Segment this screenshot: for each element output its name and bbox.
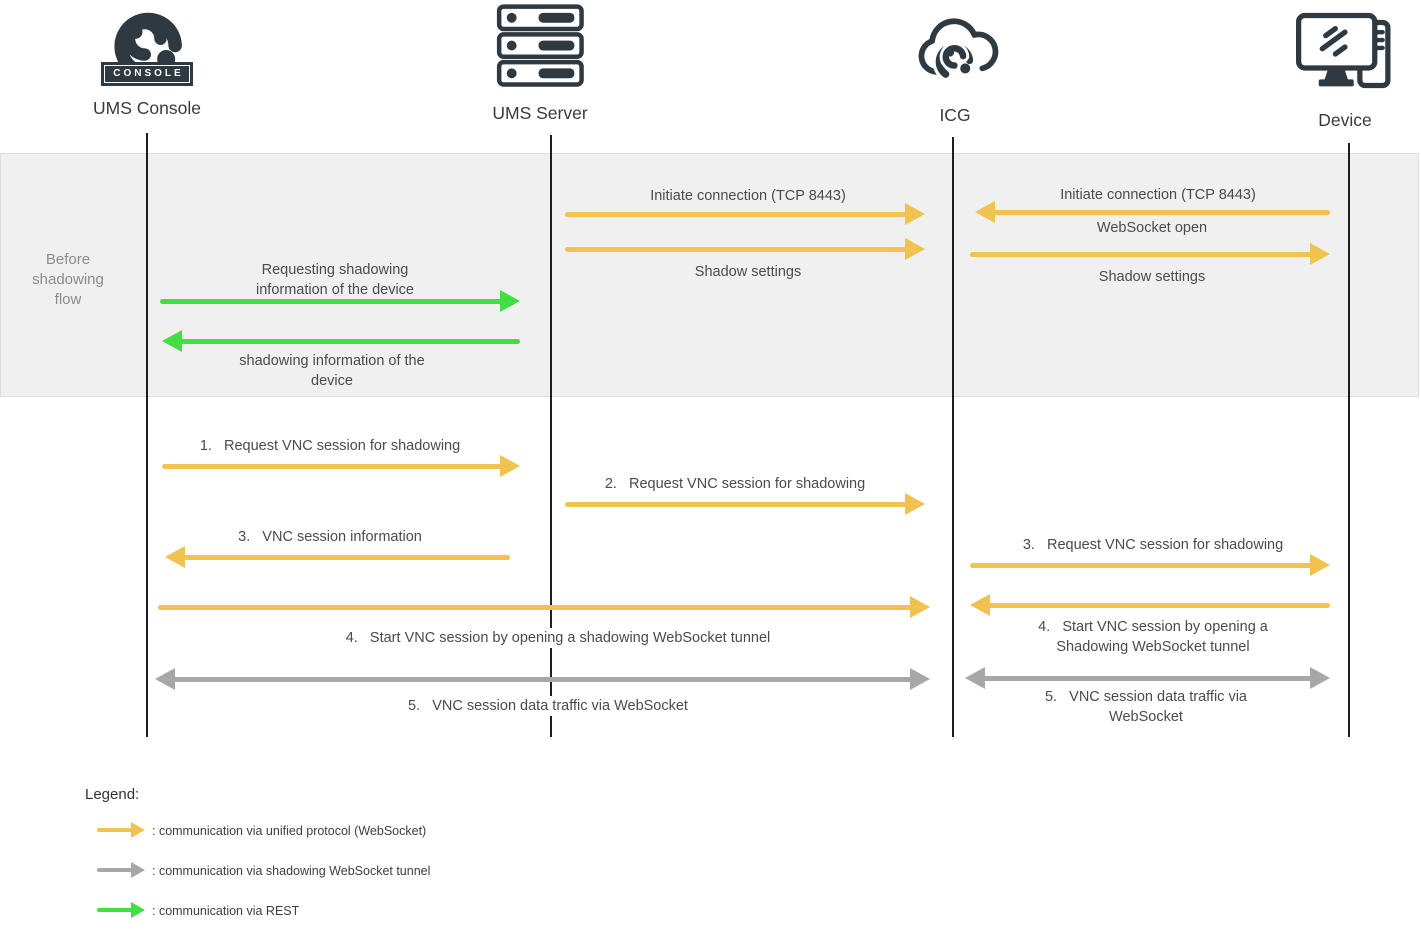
message-label-4-start-vnc-tunnel: 4. Start VNC session by opening a shadow… — [339, 628, 777, 648]
arrow-shadow-settings-icg-device — [970, 243, 1330, 265]
legend-yellow-arrow-icon — [97, 822, 145, 838]
message-label-2-request-vnc: 2. Request VNC session for shadowing — [604, 476, 866, 492]
message-label-requesting-shadowing-info: Requesting shadowing information of the … — [256, 262, 414, 298]
legend-gray-arrow-icon — [97, 862, 145, 878]
actor-label-device: Device — [1318, 110, 1372, 130]
arrow-4-start-vnc-tunnel — [158, 596, 930, 618]
server-rack-icon — [496, 4, 584, 87]
igel-console-logo-icon — [114, 12, 182, 76]
message-label-initiate-connection-device-icg: Initiate connection (TCP 8443) — [1060, 187, 1256, 203]
arrow-2-request-vnc — [565, 493, 925, 515]
actor-label-ums-server: UMS Server — [492, 103, 588, 123]
message-label-5-vnc-data-traffic-device: 5. VNC session data traffic via WebSocke… — [1044, 689, 1248, 725]
arrow-5-vnc-data-traffic — [155, 668, 930, 690]
arrow-3-vnc-session-info — [165, 546, 510, 568]
message-label-shadow-settings-icg-device: Shadow settings — [1098, 269, 1206, 285]
message-label-shadowing-info-return: shadowing information of the device — [239, 353, 425, 389]
cloud-link-icon — [918, 18, 999, 82]
lifeline-device — [1348, 143, 1350, 737]
arrow-requesting-shadowing-info — [160, 290, 520, 312]
arrow-initiate-connection-server-icg — [565, 203, 925, 225]
arrow-shadow-settings-server-icg — [565, 238, 925, 260]
arrow-4-start-vnc-tunnel-device — [970, 594, 1330, 616]
legend-item-rest: : communication via REST — [152, 904, 300, 918]
arrow-3-request-vnc-device — [970, 554, 1330, 576]
message-label-4-start-vnc-tunnel-device: 4. Start VNC session by opening a Shadow… — [1038, 619, 1268, 655]
message-label-3-vnc-session-info: 3. VNC session information — [238, 529, 422, 545]
message-label-5-vnc-data-traffic: 5. VNC session data traffic via WebSocke… — [402, 696, 694, 716]
actor-label-icg: ICG — [939, 105, 971, 125]
lifeline-ums-console — [146, 133, 148, 737]
console-badge-text: CONSOLE — [104, 65, 190, 83]
legend-item-shadowing-tunnel: : communication via shadowing WebSocket … — [152, 864, 431, 878]
lifeline-ums-server — [550, 135, 552, 737]
legend-item-unified-protocol: : communication via unified protocol (We… — [152, 824, 427, 838]
message-label-websocket-open: WebSocket open — [1096, 220, 1208, 236]
arrow-shadowing-info-return — [162, 330, 520, 352]
legend-green-arrow-icon — [97, 902, 145, 918]
message-label-1-request-vnc: 1. Request VNC session for shadowing — [199, 438, 461, 454]
before-shadowing-flow-band — [0, 153, 1419, 397]
message-label-initiate-connection-server-icg: Initiate connection (TCP 8443) — [650, 188, 846, 204]
actor-icg: ICG — [909, 5, 1001, 126]
arrow-1-request-vnc — [162, 455, 520, 477]
band-label: Before shadowing flow — [32, 251, 104, 308]
monitor-tower-icon — [1296, 12, 1391, 89]
arrow-5-vnc-data-traffic-device — [965, 667, 1330, 689]
legend-title: Legend: — [85, 786, 140, 803]
arrow-initiate-connection-device-icg — [975, 201, 1330, 223]
actor-ums-server: UMS Server — [492, 3, 588, 124]
console-badge: CONSOLE — [101, 62, 193, 86]
message-label-3-request-vnc-device: 3. Request VNC session for shadowing — [1022, 537, 1284, 553]
message-label-shadow-settings-server-icg: Shadow settings — [694, 264, 802, 280]
lifeline-icg — [952, 137, 954, 737]
actor-ums-console: CONSOLE UMS Console — [93, 5, 201, 119]
actor-device: Device — [1296, 10, 1394, 131]
actor-label-ums-console: UMS Console — [93, 98, 201, 118]
